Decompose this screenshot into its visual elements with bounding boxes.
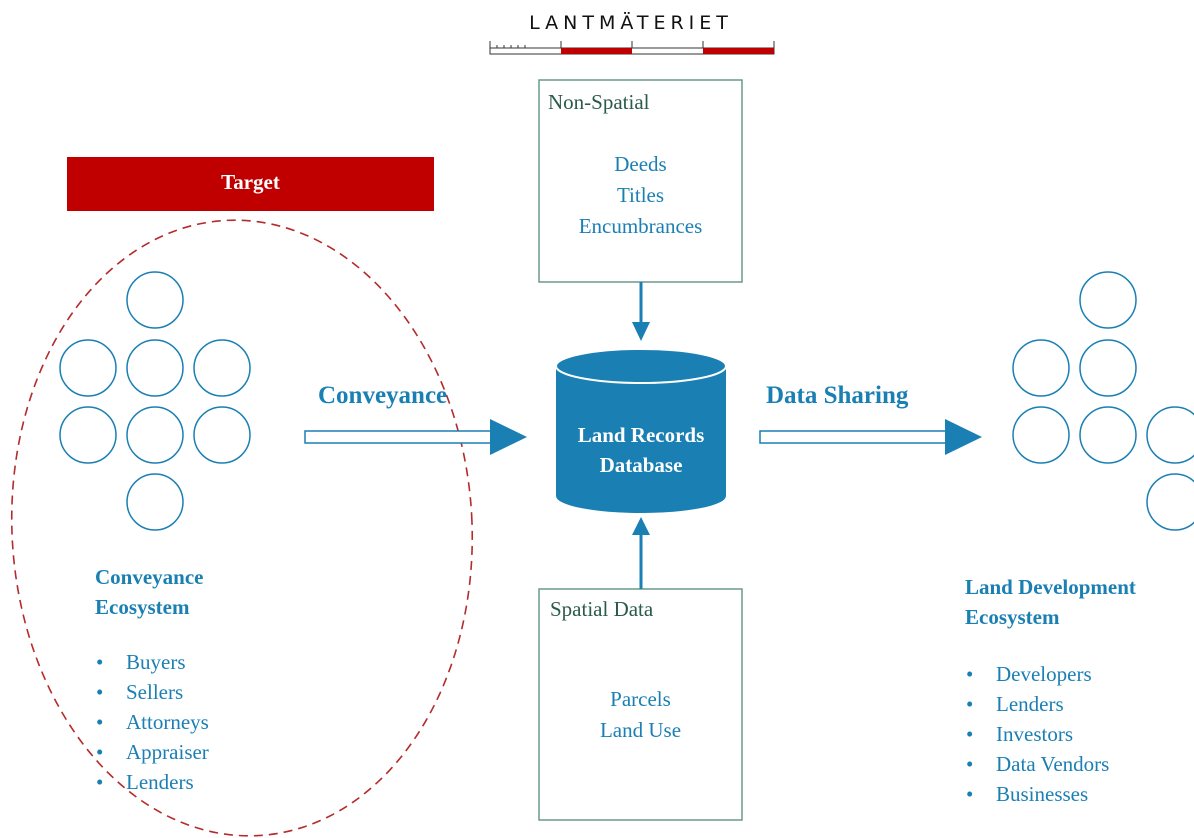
land-dev-ecosystem-title: Land Development Ecosystem [965,572,1136,632]
non-spatial-item: Encumbrances [578,214,703,238]
spatial-item: Land Use [599,718,682,742]
list-item: • Appraiser [96,737,209,767]
bullet-icon: • [966,692,974,716]
data-sharing-arrow-label: Data Sharing [766,382,909,409]
bullet-icon: • [966,782,974,806]
conveyance-arrow [304,419,527,455]
bullet-icon: • [96,740,104,764]
list-item: • Data Vendors [966,749,1109,779]
list-item: • Investors [966,719,1109,749]
target-dashed-ellipse [10,219,474,837]
arrow-up-to-database [632,517,650,589]
land-dev-ecosystem-list: • Developers • Lenders • Investors • Data Ve… [966,659,1109,809]
conveyance-ecosystem-list: • Buyers • Sellers • Attorneys • Appraiser •… [96,647,209,797]
list-item-label: Businesses [996,782,1089,806]
data-sharing-arrow [759,419,982,455]
list-item: • Lenders [96,767,209,797]
non-spatial-box [538,79,743,283]
spatial-title: Spatial Data [550,597,654,621]
list-item-label: Developers [996,662,1092,686]
database-label: Land Records Database [556,420,726,480]
logo-scale-bar [489,41,775,55]
lantmateriet-logo: LANTMÄTERIET [529,12,733,34]
list-item: • Attorneys [96,707,209,737]
bullet-icon: • [966,722,974,746]
non-spatial-items: Deeds Titles Encumbrances [539,149,742,242]
conveyance-ecosystem-title-line2: Ecosystem [95,595,190,619]
spatial-box [538,588,743,821]
non-spatial-item: Deeds [614,152,667,176]
bullet-icon: • [96,770,104,794]
conveyance-arrow-label: Conveyance [318,382,448,409]
bullet-icon: • [966,662,974,686]
non-spatial-item: Titles [616,183,665,207]
land-dev-ecosystem-title-line2: Ecosystem [965,605,1060,629]
non-spatial-title: Non-Spatial [548,90,650,114]
database-cylinder [555,348,727,513]
conveyance-stakeholder-circles [59,271,251,531]
conveyance-ecosystem-title: Conveyance Ecosystem [95,562,204,622]
list-item: • Developers [966,659,1109,689]
list-item-label: Sellers [126,680,184,704]
database-label-line2: Database [599,453,683,477]
bullet-icon: • [96,650,104,674]
land-dev-ecosystem-title-line1: Land Development [965,575,1136,599]
list-item: • Sellers [96,677,209,707]
list-item: • Businesses [966,779,1109,809]
database-label-line1: Land Records [577,423,705,447]
arrow-down-to-database [632,282,650,341]
list-item-label: Data Vendors [996,752,1110,776]
spatial-item: Parcels [610,687,671,711]
conveyance-ecosystem-title-line1: Conveyance [95,565,204,589]
list-item-label: Investors [996,722,1073,746]
spatial-items: Parcels Land Use [539,684,742,746]
bullet-icon: • [966,752,974,776]
list-item-label: Buyers [126,650,186,674]
list-item-label: Appraiser [126,740,209,764]
list-item-label: Lenders [996,692,1064,716]
target-label: Target [221,170,280,194]
target-banner [67,157,434,211]
list-item-label: Lenders [126,770,194,794]
bullet-icon: • [96,680,104,704]
land-dev-stakeholder-circles [1012,271,1194,531]
list-item-label: Attorneys [126,710,209,734]
list-item: • Buyers [96,647,209,677]
bullet-icon: • [96,710,104,734]
list-item: • Lenders [966,689,1109,719]
